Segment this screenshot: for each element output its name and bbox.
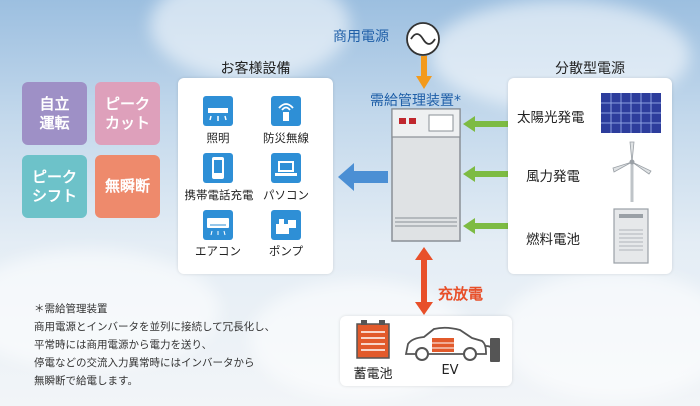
air-conditioner-icon: [203, 210, 233, 240]
pump-icon: [271, 210, 301, 240]
tile-self-operation: 自立 運転: [22, 82, 87, 145]
tile-peak-shift: ピーク シフト: [22, 155, 87, 218]
equipment-label-aircon: エアコン: [195, 244, 241, 258]
solar-panel-icon: [601, 93, 661, 133]
disaster-radio-icon: [271, 96, 301, 126]
tile-peak-cut: ピーク カット: [95, 82, 160, 145]
ac-wave-icon: [406, 22, 440, 56]
fuelcell-supply-arrow: [463, 218, 511, 234]
wind-turbine-icon: [612, 141, 652, 202]
wind-supply-arrow: [463, 166, 511, 182]
supply-to-customer-arrow: [338, 163, 388, 191]
supply-device-label: 需給管理装置*: [370, 93, 461, 109]
laptop-icon: [271, 153, 301, 183]
lighting-icon: [203, 96, 233, 126]
mobile-phone-icon: [203, 153, 233, 183]
commercial-supply-arrow: [416, 56, 432, 89]
source-label-solar: 太陽光発電: [517, 110, 585, 126]
footnote-line: 無瞬断で給電します。: [34, 375, 138, 387]
commercial-power-label: 商用電源: [333, 29, 389, 45]
distributed-power-title: 分散型電源: [555, 61, 625, 77]
footnote: ＊需給管理装置 商用電源とインバータを並列に接続して冗長化し、 平常時には商用電…: [34, 300, 275, 390]
battery-icon: [356, 320, 390, 359]
footnote-line: 商用電源とインバータを並列に接続して冗長化し、: [34, 321, 276, 333]
storage-label-ev: EV: [441, 363, 459, 378]
footnote-line: 停電などの交流入力異常時にはインバータから: [34, 357, 255, 369]
equipment-label-mobile-charging: 携帯電話充電: [184, 188, 254, 202]
storage-label-battery: 蓄電池: [353, 367, 393, 382]
equipment-label-pump: ポンプ: [268, 244, 304, 258]
equipment-label-disaster-radio: 防災無線: [263, 131, 309, 145]
solar-supply-arrow: [463, 116, 511, 132]
fuel-cell-icon: [613, 208, 649, 264]
customer-equipment-title: お客様設備: [220, 61, 291, 77]
equipment-label-pc: パソコン: [263, 188, 309, 202]
footnote-title: ＊需給管理装置: [34, 303, 108, 315]
ev-car-icon: [404, 326, 500, 362]
supply-device-cabinet: [391, 108, 461, 242]
source-label-wind: 風力発電: [526, 169, 580, 185]
charge-discharge-label: 充放電: [438, 285, 484, 303]
equipment-label-lighting: 照明: [206, 131, 230, 145]
source-label-fuelcell: 燃料電池: [526, 232, 580, 248]
footnote-line: 平常時には商用電源から電力を送り、: [34, 339, 213, 351]
tile-no-interruption: 無瞬断: [95, 155, 160, 218]
charge-discharge-arrow: [415, 247, 433, 315]
